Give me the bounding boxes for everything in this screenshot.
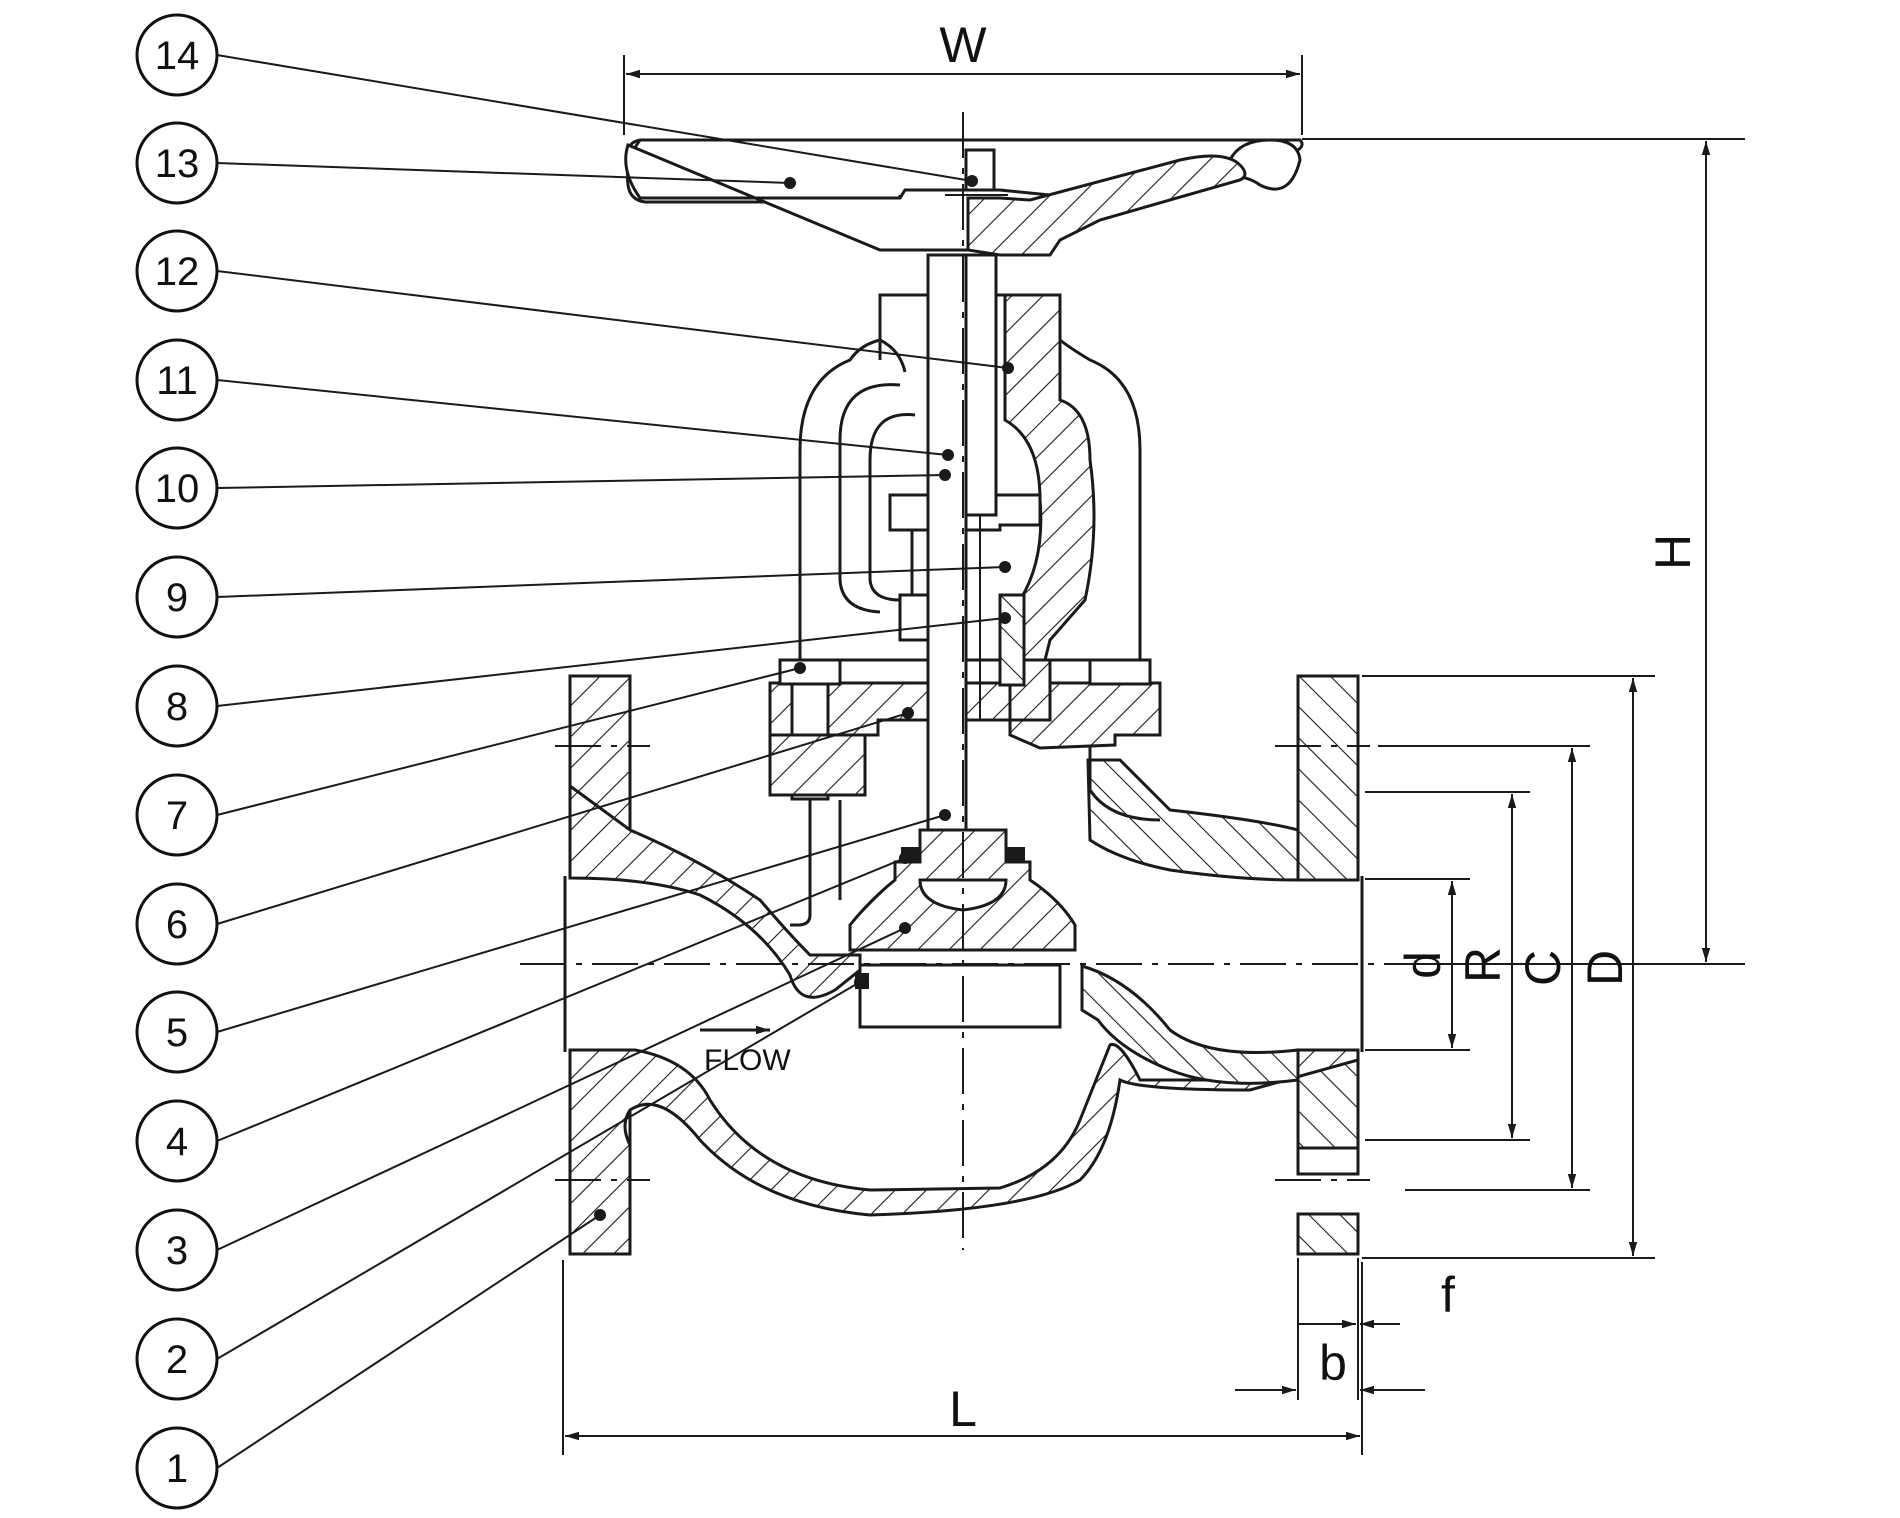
- part-balloon: 5: [135, 990, 219, 1074]
- dim-label-d-large: D: [1577, 950, 1633, 986]
- dim-label-h: H: [1645, 534, 1701, 570]
- dim-label-w: W: [939, 17, 987, 73]
- flow-label: FLOW: [704, 1044, 791, 1077]
- dim-label-l: L: [949, 1381, 977, 1437]
- part-balloon: 2: [135, 1317, 219, 1401]
- part-balloon: 12: [135, 229, 219, 313]
- dim-label-b: b: [1319, 1335, 1347, 1391]
- flow-indicator: FLOW: [700, 1025, 791, 1077]
- leader-dots: [594, 175, 1014, 1221]
- part-number: 13: [155, 142, 200, 186]
- part-number: 10: [155, 467, 200, 511]
- part-balloon: 3: [135, 1208, 219, 1292]
- part-number: 11: [156, 359, 198, 403]
- part-number: 4: [166, 1120, 188, 1164]
- part-balloon: 6: [135, 882, 219, 966]
- dimension-lines: [562, 55, 1745, 1455]
- part-balloon: 11: [135, 338, 219, 422]
- part-balloon: 7: [135, 773, 219, 857]
- part-balloon: 4: [135, 1099, 219, 1183]
- part-balloon: 10: [135, 446, 219, 530]
- dim-label-c: C: [1515, 950, 1571, 986]
- part-number: 2: [166, 1338, 188, 1382]
- part-number: 8: [166, 685, 188, 729]
- part-number: 7: [166, 794, 188, 838]
- center-lines: [520, 112, 1410, 1250]
- dim-label-d-small: d: [1395, 951, 1451, 979]
- part-balloon: 1: [135, 1426, 219, 1510]
- part-number: 9: [166, 576, 188, 620]
- part-number: 6: [166, 903, 188, 947]
- dim-label-f: f: [1441, 1267, 1455, 1323]
- part-number: 14: [155, 34, 200, 78]
- part-number: 3: [166, 1229, 188, 1273]
- part-balloon: 9: [135, 555, 219, 639]
- valve-body: [563, 674, 1364, 1256]
- dim-label-r: R: [1455, 947, 1511, 983]
- stem: [926, 253, 998, 832]
- part-number: 5: [166, 1011, 188, 1055]
- leader-lines: [216, 54, 1009, 1469]
- part-number: 12: [155, 250, 200, 294]
- part-balloon: 8: [135, 664, 219, 748]
- part-number: 1: [166, 1447, 188, 1491]
- part-balloon: 13: [135, 121, 219, 205]
- part-balloon: 14: [135, 13, 219, 97]
- bonnet: [768, 293, 1162, 801]
